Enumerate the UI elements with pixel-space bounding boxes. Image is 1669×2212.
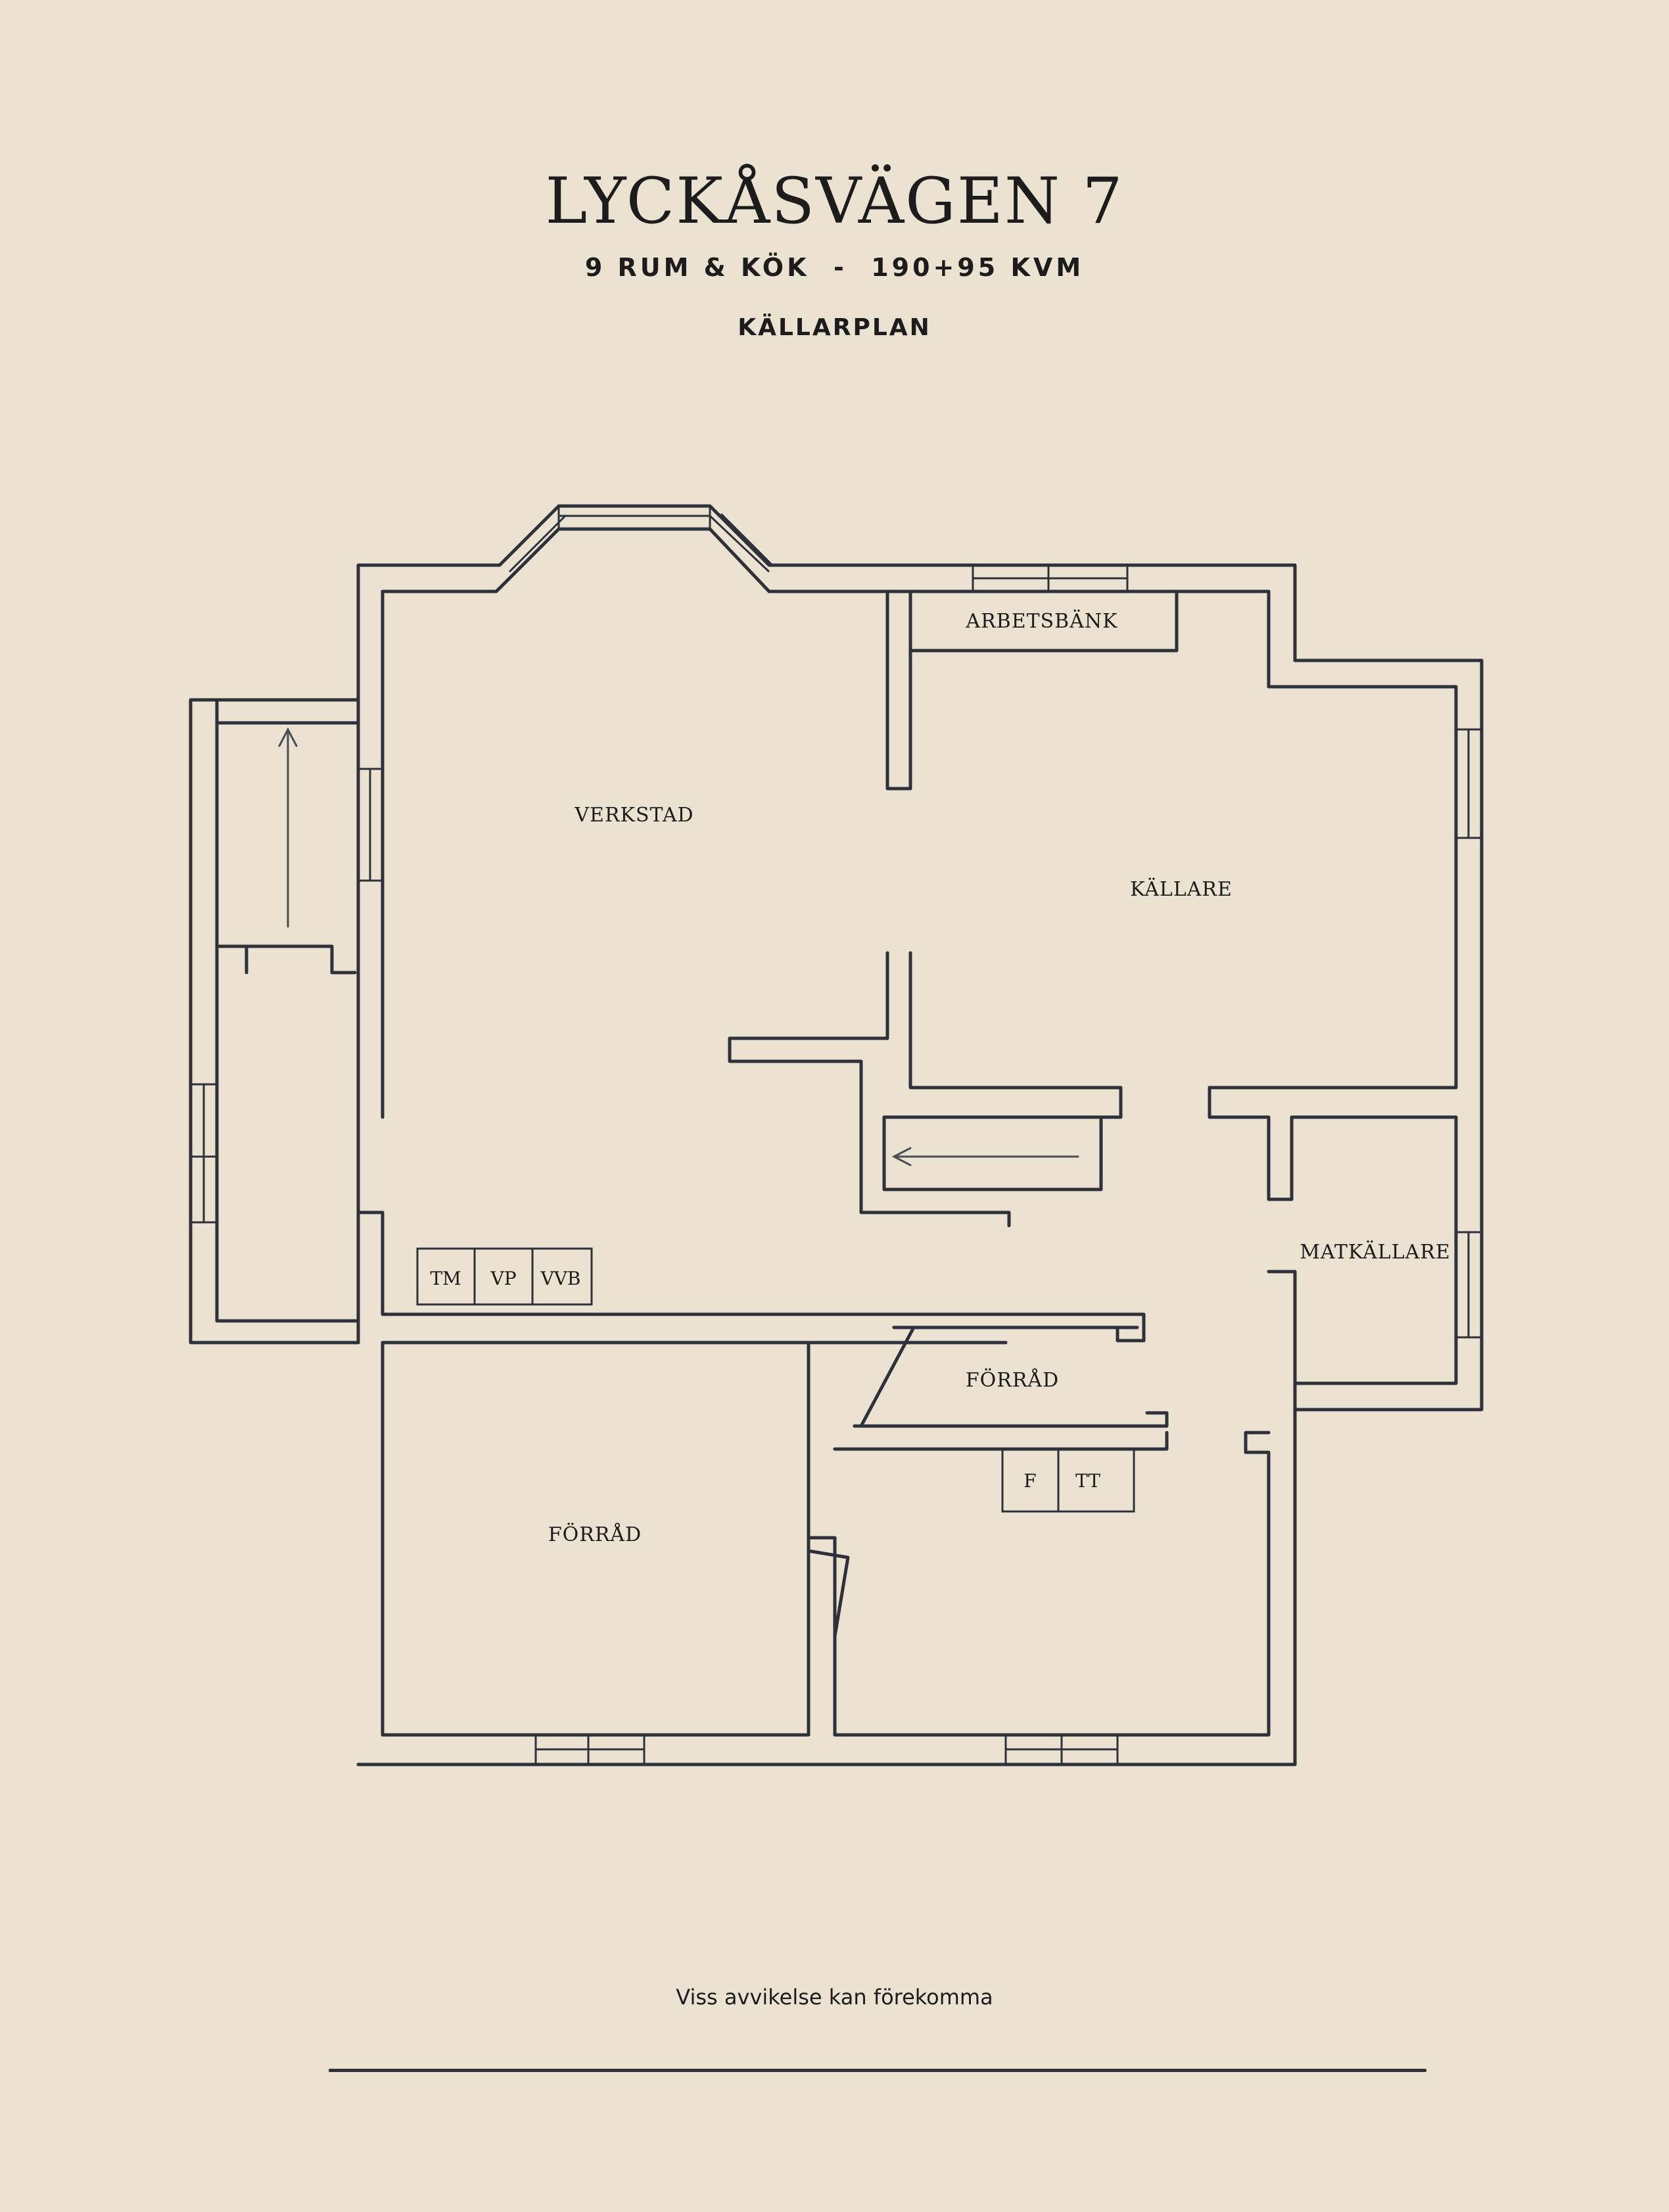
property-summary: 9 RUM & KÖK - 190+95 KVM (584, 253, 1085, 282)
fixture-tt: TT (1075, 1470, 1100, 1492)
footer-rule (329, 2069, 1426, 2072)
room-forrad-left: FÖRRÅD (548, 1523, 642, 1546)
fixture-vvb: VVB (540, 1268, 580, 1289)
utility-units (416, 1247, 1135, 1513)
page-title: LYCKÅSVÄGEN 7 (545, 164, 1124, 238)
room-verkstad: VERKSTAD (574, 804, 693, 827)
room-matkallare: MATKÄLLARE (1300, 1240, 1451, 1264)
room-labels: VERKSTAD ARBETSBÄNK KÄLLARE MATKÄLLARE F… (548, 609, 1451, 1546)
disclaimer: Viss avvikelse kan förekomma (676, 1985, 993, 2010)
workbench (908, 589, 1179, 653)
stair-arrows (278, 727, 1079, 1166)
fixture-labels: TM VP VVB F TT (430, 1268, 1100, 1492)
room-forrad-middle: FÖRRÅD (966, 1368, 1059, 1392)
room-kallare: KÄLLARE (1130, 877, 1233, 901)
floor-name: KÄLLARPLAN (738, 314, 931, 341)
room-arbetsbank: ARBETSBÄNK (965, 609, 1117, 633)
fixture-vp: VP (490, 1268, 516, 1289)
fixture-tm: TM (430, 1268, 461, 1289)
interior-walls (356, 565, 1482, 1766)
fixture-f: F (1023, 1470, 1036, 1492)
